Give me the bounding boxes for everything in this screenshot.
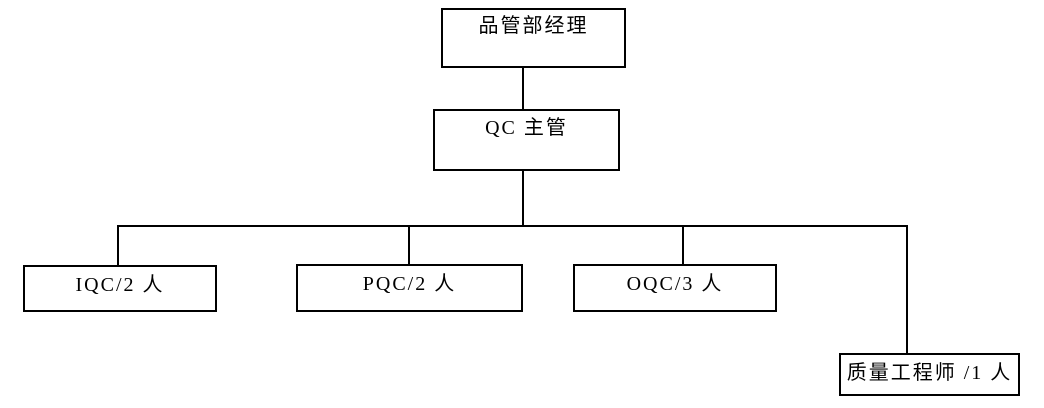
connector-drop-iqc <box>117 225 119 267</box>
org-node-manager-label: 品管部经理 <box>478 15 589 37</box>
connector-drop-quality-engineer <box>906 225 908 355</box>
org-node-quality-engineer: 质量工程师 /1 人 <box>839 353 1020 396</box>
connector-manager-to-supervisor <box>522 68 524 111</box>
org-node-oqc: OQC/3 人 <box>573 264 777 312</box>
connector-drop-oqc <box>682 225 684 266</box>
org-node-quality-engineer-label: 质量工程师 /1 人 <box>846 362 1013 384</box>
org-node-manager: 品管部经理 <box>441 8 626 68</box>
org-node-iqc: IQC/2 人 <box>23 265 217 312</box>
org-node-qc-supervisor-label: QC 主管 <box>485 117 568 139</box>
connector-drop-pqc <box>408 225 410 266</box>
org-node-oqc-label: OQC/3 人 <box>626 273 724 295</box>
org-node-qc-supervisor: QC 主管 <box>433 109 620 171</box>
org-node-pqc: PQC/2 人 <box>296 264 523 312</box>
org-node-pqc-label: PQC/2 人 <box>362 273 457 295</box>
org-node-iqc-label: IQC/2 人 <box>75 274 165 296</box>
connector-horizontal-bus <box>117 225 908 227</box>
connector-supervisor-to-bus <box>522 171 524 227</box>
